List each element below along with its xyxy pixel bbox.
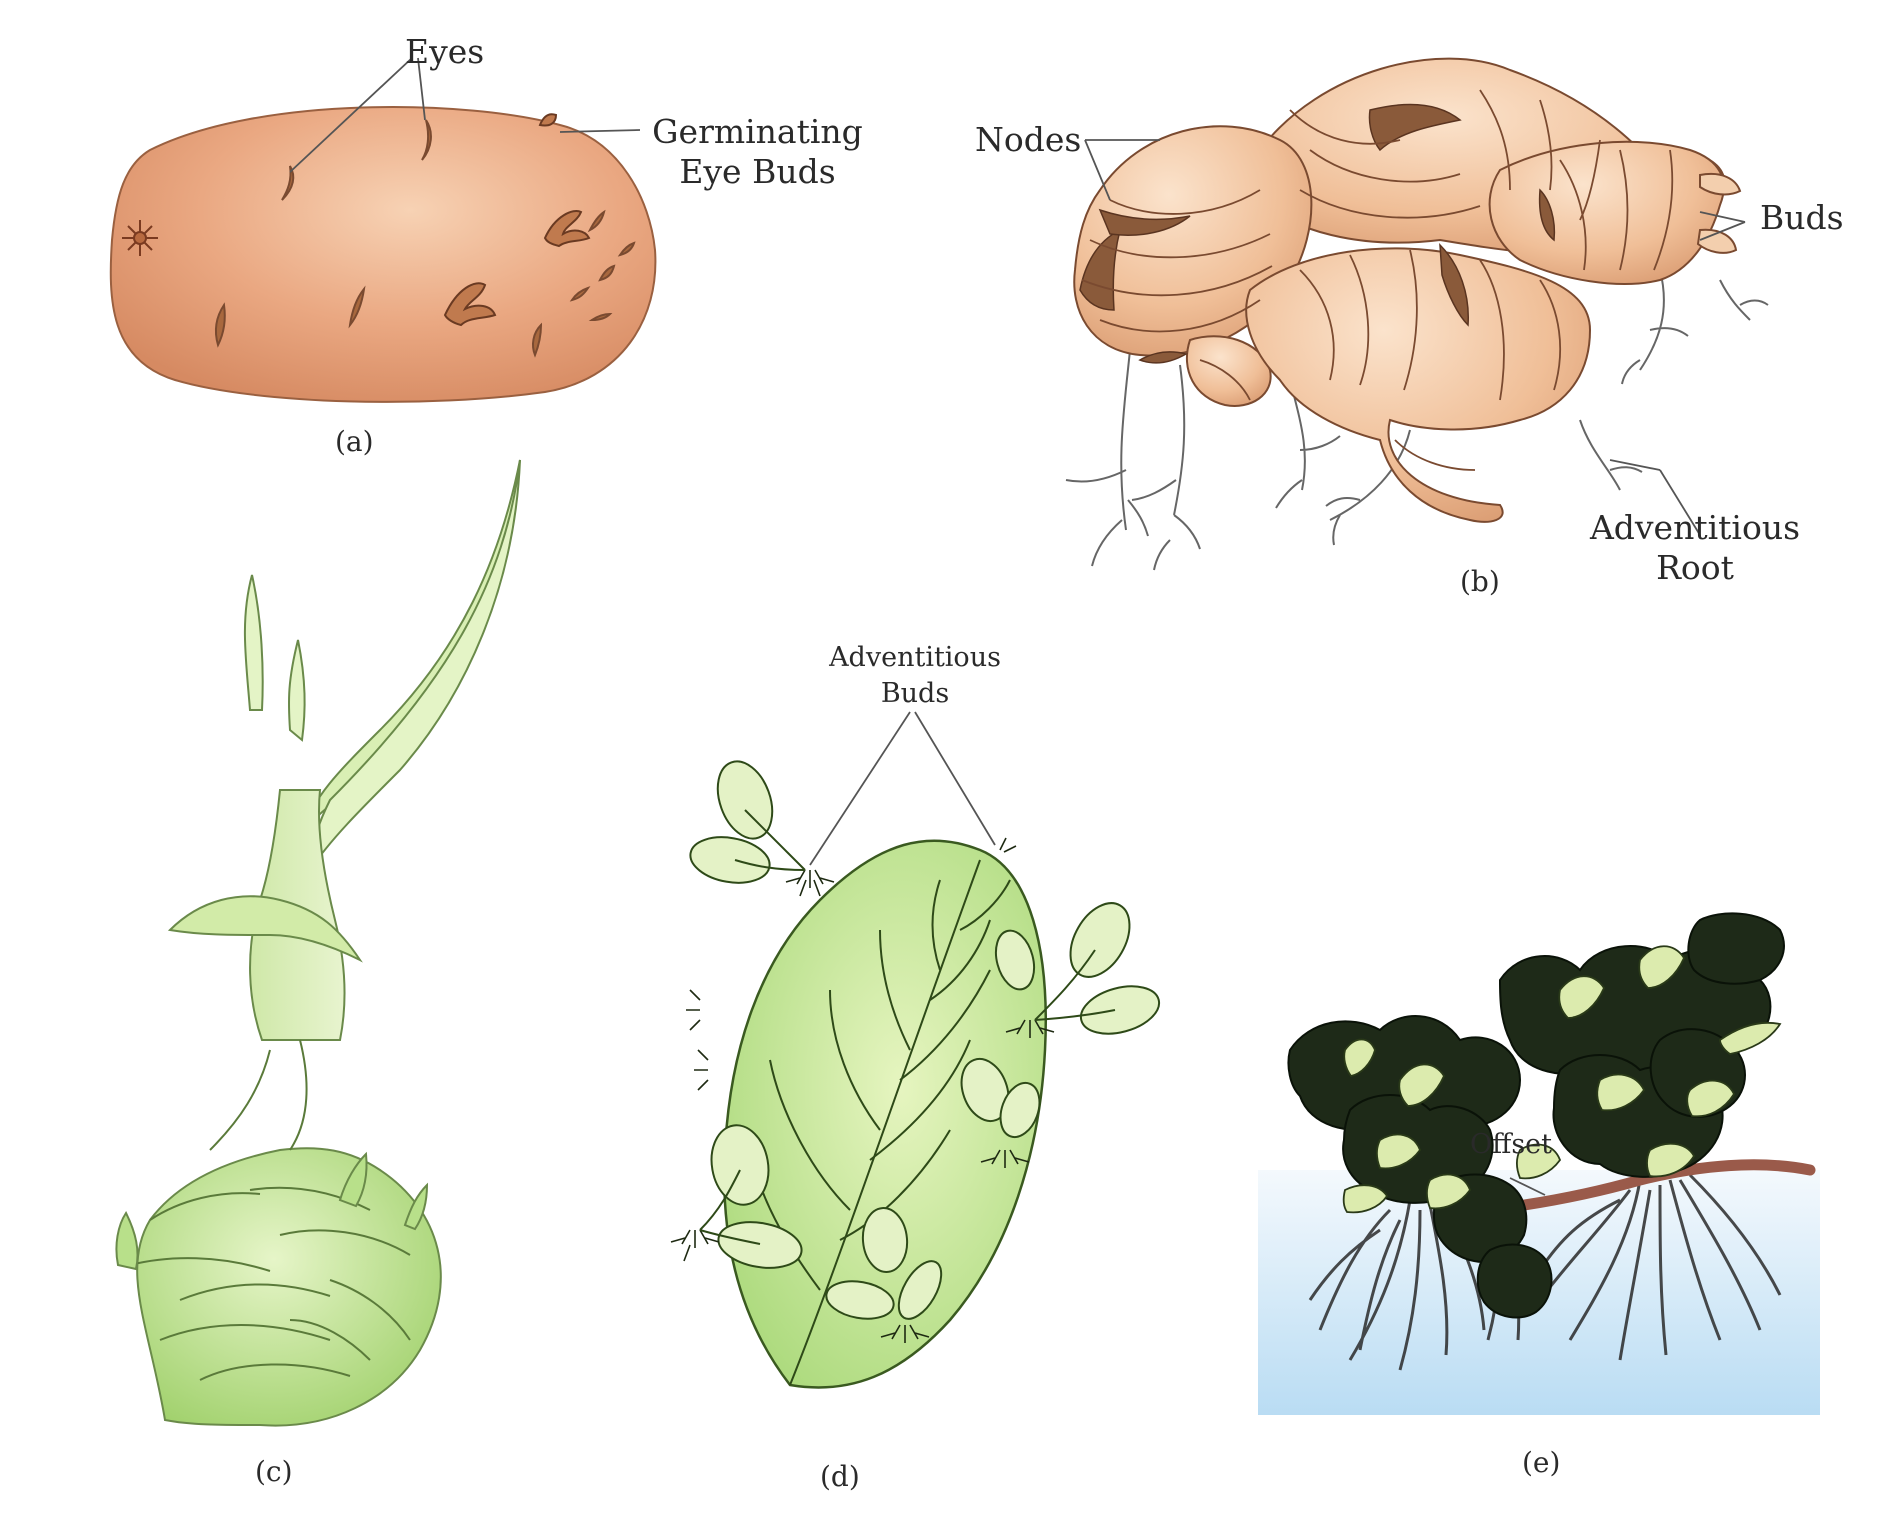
onion-bulb-illustration bbox=[116, 460, 520, 1426]
caption-b: (b) bbox=[1460, 565, 1500, 598]
potato-tuber-illustration bbox=[111, 58, 656, 402]
label-eyes: Eyes bbox=[405, 32, 484, 72]
label-adventitious-buds-line1: Adventitious bbox=[810, 640, 1020, 676]
caption-c: (c) bbox=[255, 1455, 293, 1488]
label-germinating-line2: Eye Buds bbox=[645, 152, 870, 192]
label-offset: Offset bbox=[1470, 1125, 1552, 1165]
label-adventitious-buds: Adventitious Buds bbox=[810, 640, 1020, 712]
label-nodes: Nodes bbox=[975, 120, 1081, 160]
label-buds: Buds bbox=[1760, 198, 1844, 238]
caption-e: (e) bbox=[1522, 1446, 1560, 1479]
bryophyllum-leaf-illustration bbox=[671, 712, 1164, 1387]
label-adventitious-root: Adventitious Root bbox=[1585, 508, 1805, 588]
ginger-rhizome-illustration bbox=[1066, 59, 1768, 570]
label-adventitious-root-line2: Root bbox=[1585, 548, 1805, 588]
label-germinating-eye-buds: Germinating Eye Buds bbox=[645, 112, 870, 192]
label-adventitious-root-line1: Adventitious bbox=[1585, 508, 1805, 548]
label-germinating-line1: Germinating bbox=[645, 112, 870, 152]
caption-a: (a) bbox=[335, 425, 374, 458]
caption-d: (d) bbox=[820, 1460, 860, 1493]
label-adventitious-buds-line2: Buds bbox=[810, 676, 1020, 712]
